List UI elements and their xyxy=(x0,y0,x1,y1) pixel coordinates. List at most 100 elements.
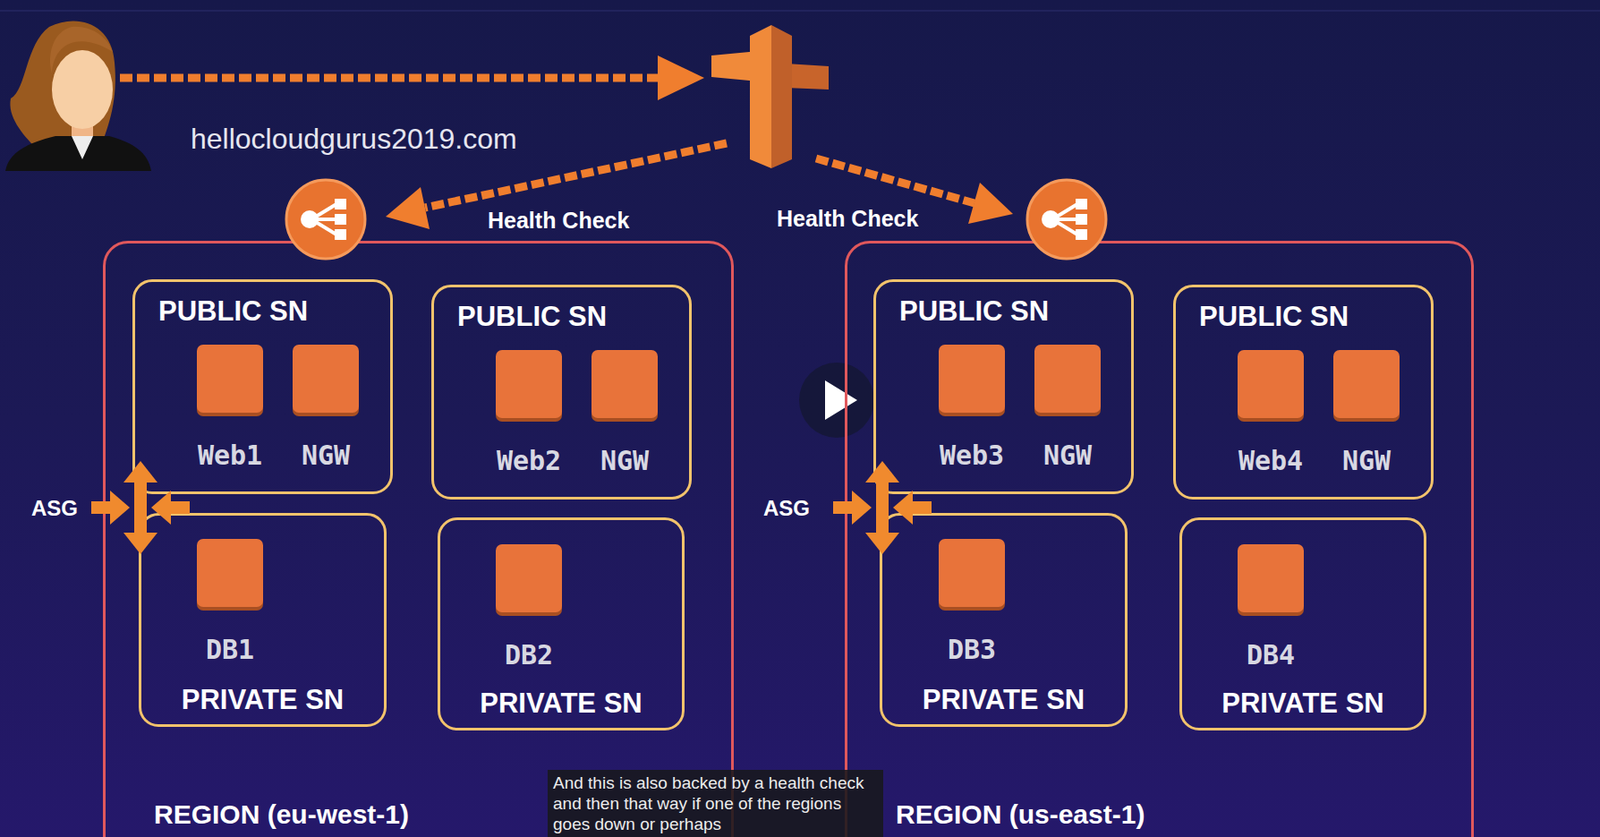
region-label: REGION (eu-west-1) xyxy=(153,798,409,831)
instance-square xyxy=(292,344,359,413)
instance-box: NGW xyxy=(1333,349,1400,477)
video-subtitle: And this is also backed by a health chec… xyxy=(547,769,884,837)
instance-box: Web4 xyxy=(1236,349,1305,477)
region-box: REGION (us-east-1)PUBLIC SNWeb3NGWPUBLIC… xyxy=(844,240,1474,837)
instance-box: Web2 xyxy=(494,349,563,477)
face xyxy=(51,50,113,129)
arrow-head xyxy=(657,55,705,101)
instance-label: DB2 xyxy=(504,638,554,672)
instance-label: NGW xyxy=(301,439,350,472)
elb-target xyxy=(334,198,347,210)
play-button xyxy=(799,362,875,438)
private-subnet: PRIVATE SNDB2 xyxy=(437,517,685,731)
instance-label: Web2 xyxy=(496,444,562,477)
elb-circle xyxy=(286,179,366,259)
arrow-head xyxy=(385,187,430,230)
asg-head xyxy=(893,490,913,525)
elb-target xyxy=(1075,198,1088,210)
request-arrow xyxy=(119,74,664,83)
instance-square xyxy=(1237,349,1304,418)
instance-label: Web1 xyxy=(197,439,263,472)
instance-square xyxy=(196,538,264,607)
request-arrows xyxy=(119,55,1013,230)
instance-square xyxy=(1034,344,1101,413)
subnet-label: PUBLIC SN xyxy=(899,295,1049,328)
asg-label: ASG xyxy=(763,494,810,521)
subnet-label: PUBLIC SN xyxy=(158,295,308,328)
bangs xyxy=(50,26,113,74)
hair xyxy=(9,20,115,148)
sign-arm xyxy=(785,63,829,90)
instance-label: NGW xyxy=(1043,439,1092,472)
instance-box: NGW xyxy=(1034,344,1101,472)
autoscaling-icon xyxy=(833,460,932,554)
elb-circle xyxy=(1027,179,1107,259)
elb-target xyxy=(1075,229,1088,240)
load-balancer-icon xyxy=(1027,179,1107,259)
load-balancer-icon xyxy=(286,179,366,259)
play-circle xyxy=(799,362,875,438)
instance-square xyxy=(495,349,562,418)
instance-label: Web3 xyxy=(939,439,1005,472)
suit xyxy=(5,136,152,171)
instance-box: NGW xyxy=(292,344,359,472)
domain-label: hellocloudgurus2019.com xyxy=(190,121,518,156)
asg-head xyxy=(865,532,900,554)
region-box: REGION (eu-west-1)PUBLIC SNWeb1NGWPUBLIC… xyxy=(102,240,734,837)
instance-label: NGW xyxy=(1342,444,1391,477)
asg-head xyxy=(151,490,171,525)
asg-head xyxy=(123,460,158,483)
asg-head xyxy=(110,490,130,525)
health-check-label: Health Check xyxy=(776,204,919,232)
dns-signpost xyxy=(711,25,829,169)
instance-box: NGW xyxy=(591,349,658,477)
instance-box: DB1 xyxy=(196,538,264,666)
post xyxy=(749,25,772,169)
public-subnet: PUBLIC SN Web2 NGW xyxy=(431,284,692,500)
instance-square xyxy=(1237,544,1304,613)
instance-box: DB3 xyxy=(938,538,1005,666)
private-subnet: PRIVATE SNDB1 xyxy=(138,512,387,727)
subnet-label: PRIVATE SN xyxy=(1221,687,1384,720)
instance-label: Web4 xyxy=(1238,444,1303,477)
private-subnet: PRIVATE SN DB3 xyxy=(879,512,1128,727)
asg-stem xyxy=(876,478,889,537)
asg-bar xyxy=(170,501,190,514)
elb-target xyxy=(334,229,347,240)
shirt xyxy=(71,136,94,160)
user-avatar xyxy=(5,20,152,171)
asg-head xyxy=(123,532,158,554)
instance-box: Web1 xyxy=(195,344,264,472)
region-label: REGION (us-east-1) xyxy=(895,798,1145,831)
arrow-head xyxy=(968,182,1013,224)
health-check-label: Health Check xyxy=(487,206,630,234)
elb-dot xyxy=(300,210,319,229)
instance-square xyxy=(591,349,658,418)
asg-bar xyxy=(911,501,932,514)
instance-square xyxy=(196,344,264,413)
instance-box: DB2 xyxy=(495,544,562,672)
asg-head xyxy=(865,460,900,483)
autoscaling-icon xyxy=(91,460,190,554)
public-subnet: PUBLIC SN Web1 NGW xyxy=(132,279,393,494)
instance-label: DB1 xyxy=(205,633,255,666)
elb-target xyxy=(334,213,347,225)
instance-square xyxy=(1333,349,1400,418)
play-triangle xyxy=(825,380,858,420)
subnet-label: PUBLIC SN xyxy=(457,300,607,333)
instance-label: DB3 xyxy=(947,633,996,666)
asg-stem xyxy=(134,478,147,537)
subnet-label: PRIVATE SN xyxy=(922,683,1085,716)
public-subnet: PUBLIC SN Web4 NGW xyxy=(1173,284,1434,500)
instance-square xyxy=(938,538,1005,607)
instance-box: DB4 xyxy=(1237,544,1304,672)
instance-box: Web3 xyxy=(937,344,1006,472)
post xyxy=(771,25,792,169)
subnet-label: PUBLIC SN xyxy=(1199,300,1349,333)
route-arrow xyxy=(816,158,975,204)
asg-bar xyxy=(91,501,111,514)
instance-label: NGW xyxy=(600,444,649,477)
instance-square xyxy=(495,544,562,613)
instance-label: DB4 xyxy=(1246,638,1295,672)
elb-target xyxy=(1075,213,1088,225)
